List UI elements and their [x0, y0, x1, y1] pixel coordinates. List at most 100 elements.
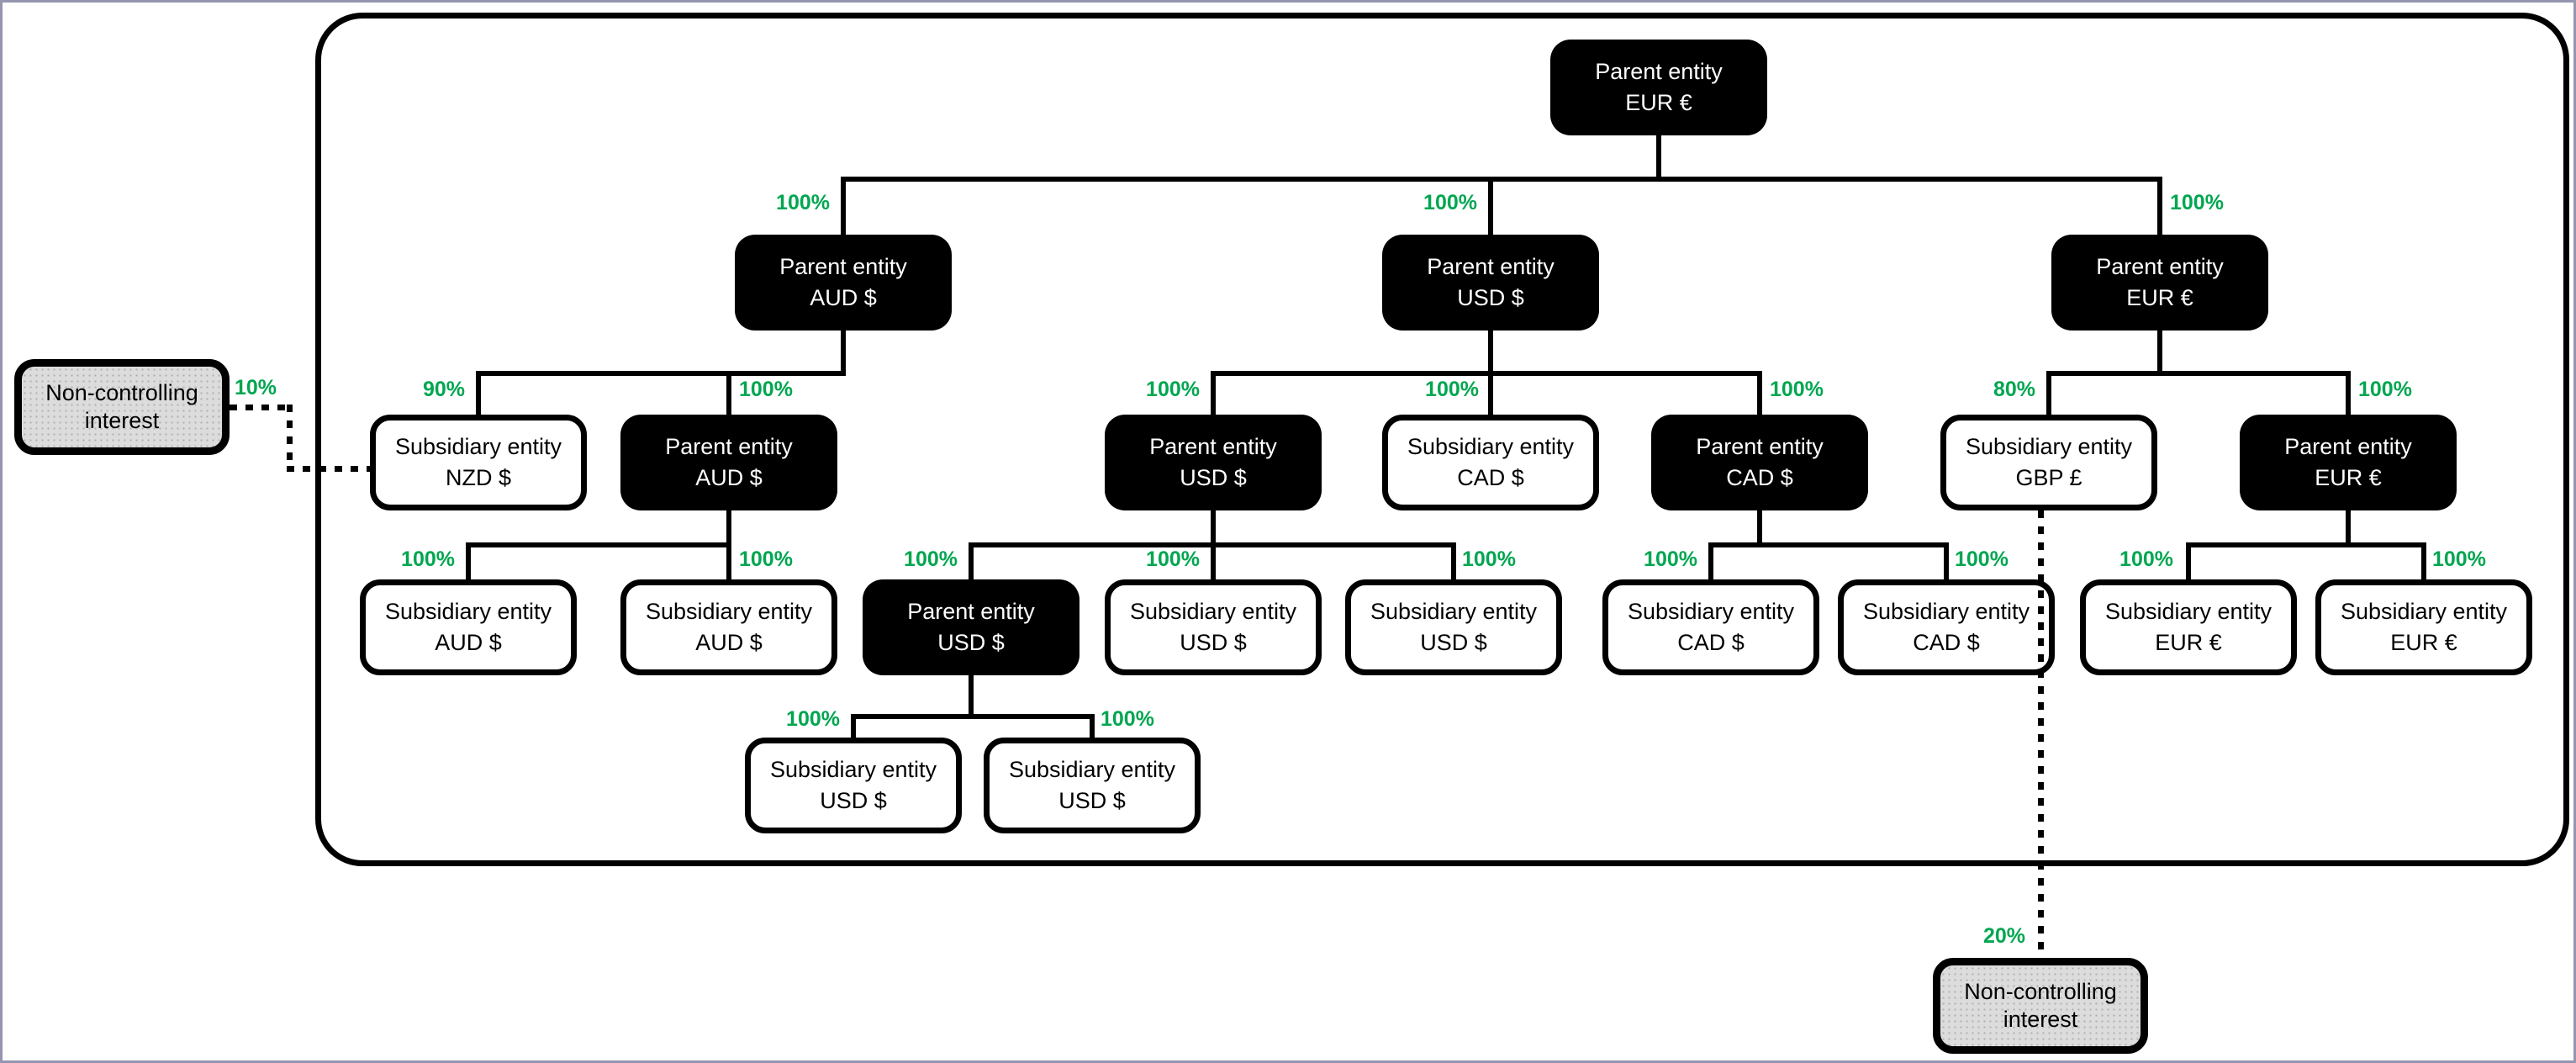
ownership-percentage-label: 20% — [1982, 924, 2025, 948]
connector-line-vertical — [1090, 714, 1095, 738]
ownership-percentage-label: 100% — [1101, 707, 1154, 731]
ownership-percentage-label: 100% — [401, 547, 455, 571]
entity-type-label: Subsidiary entity — [1129, 598, 1297, 624]
connector-line-vertical — [841, 177, 846, 235]
entity-currency-label: GBP £ — [2015, 465, 2082, 490]
entity-currency-label: USD $ — [1420, 630, 1487, 655]
entity-currency-label: USD $ — [937, 630, 1005, 655]
entity-type-label: Parent entity — [2284, 433, 2412, 459]
connector-line-vertical — [1944, 542, 1949, 579]
entity-currency-label: CAD $ — [1457, 465, 1524, 490]
connector-line-horizontal — [1211, 371, 1762, 376]
connector-line-vertical — [2346, 371, 2351, 415]
connector-line-vertical — [2046, 371, 2051, 415]
entity-type-label: Subsidiary entity — [394, 433, 562, 459]
connector-line-vertical — [2421, 542, 2426, 579]
connector-line-horizontal — [476, 371, 846, 376]
connector-line-vertical — [969, 542, 974, 579]
nci-dotted-connector — [230, 405, 292, 410]
connector-line-vertical — [1211, 542, 1216, 579]
entity-type-label: Non-controlling — [45, 379, 198, 405]
entity-currency-label: EUR € — [2390, 630, 2457, 655]
entity-type-label: Subsidiary entity — [2104, 598, 2272, 624]
connector-line-vertical — [1656, 130, 1661, 182]
entity-currency-label: USD $ — [1180, 465, 1247, 490]
entity-type-label: Subsidiary entity — [769, 756, 937, 782]
ownership-percentage-label: 100% — [1146, 378, 1200, 401]
entity-type-label: Parent entity — [2096, 253, 2224, 279]
entity-type-label: Subsidiary entity — [2340, 598, 2508, 624]
entity-type-label: Parent entity — [907, 598, 1035, 624]
entity-type-label: Parent entity — [665, 433, 793, 459]
entity-box-nci-left: Non-controlling interest — [14, 359, 230, 455]
entity-currency-label: EUR € — [2155, 630, 2222, 655]
connector-line-vertical — [1211, 510, 1216, 547]
connector-line-horizontal — [1708, 542, 1949, 547]
entity-currency-label: USD $ — [1180, 630, 1247, 655]
entity-type-label: Non-controlling — [1964, 978, 2117, 1004]
entity-type-label: Subsidiary entity — [1627, 598, 1795, 624]
entity-type-label: Parent entity — [1427, 253, 1555, 279]
connector-line-vertical — [1211, 371, 1216, 415]
ownership-percentage-label: 10% — [235, 376, 277, 399]
connector-line-horizontal — [841, 177, 2162, 182]
entity-currency-label: interest — [84, 408, 160, 433]
entity-currency-label: USD $ — [1457, 285, 1524, 310]
connector-line-vertical — [726, 542, 731, 579]
entity-currency-label: NZD $ — [445, 465, 511, 490]
entity-type-label: Parent entity — [1696, 433, 1824, 459]
ownership-percentage-label: 100% — [1644, 547, 1697, 571]
entity-type-label: Subsidiary entity — [1965, 433, 2133, 459]
entity-type-label: Subsidiary entity — [1370, 598, 1538, 624]
entity-currency-label: USD $ — [1058, 788, 1126, 813]
connector-line-vertical — [1757, 371, 1762, 415]
connector-line-vertical — [1488, 331, 1493, 376]
connector-line-horizontal — [2046, 371, 2351, 376]
ownership-percentage-label: 100% — [1423, 191, 1477, 214]
entity-currency-label: AUD $ — [695, 630, 763, 655]
connector-line-vertical — [1488, 177, 1493, 235]
nci-dotted-connector — [2038, 510, 2044, 958]
connector-line-vertical — [2157, 331, 2162, 376]
connector-line-vertical — [2157, 177, 2162, 235]
connector-line-vertical — [726, 510, 731, 547]
entity-type-label: Subsidiary entity — [1407, 433, 1575, 459]
entity-currency-label: AUD $ — [695, 465, 763, 490]
connector-line-vertical — [2186, 542, 2191, 579]
ownership-percentage-label: 100% — [2432, 547, 2486, 571]
connector-line-horizontal — [466, 542, 731, 547]
ownership-percentage-label: 100% — [2358, 378, 2412, 401]
ownership-percentage-label: 100% — [1425, 378, 1479, 401]
entity-currency-label: EUR € — [2126, 285, 2193, 310]
entity-type-label: Subsidiary entity — [1008, 756, 1176, 782]
entity-type-label: Subsidiary entity — [645, 598, 813, 624]
connector-line-vertical — [1708, 542, 1713, 579]
ownership-percentage-label: 90% — [422, 378, 465, 401]
ownership-percentage-label: 100% — [786, 707, 840, 731]
entity-currency-label: AUD $ — [435, 630, 502, 655]
entity-type-label: Parent entity — [779, 253, 907, 279]
entity-currency-label: EUR € — [1625, 90, 1692, 115]
entity-type-label: Subsidiary entity — [384, 598, 552, 624]
entity-type-label: Parent entity — [1149, 433, 1277, 459]
connector-line-horizontal — [2186, 542, 2426, 547]
ownership-percentage-label: 100% — [2119, 547, 2173, 571]
